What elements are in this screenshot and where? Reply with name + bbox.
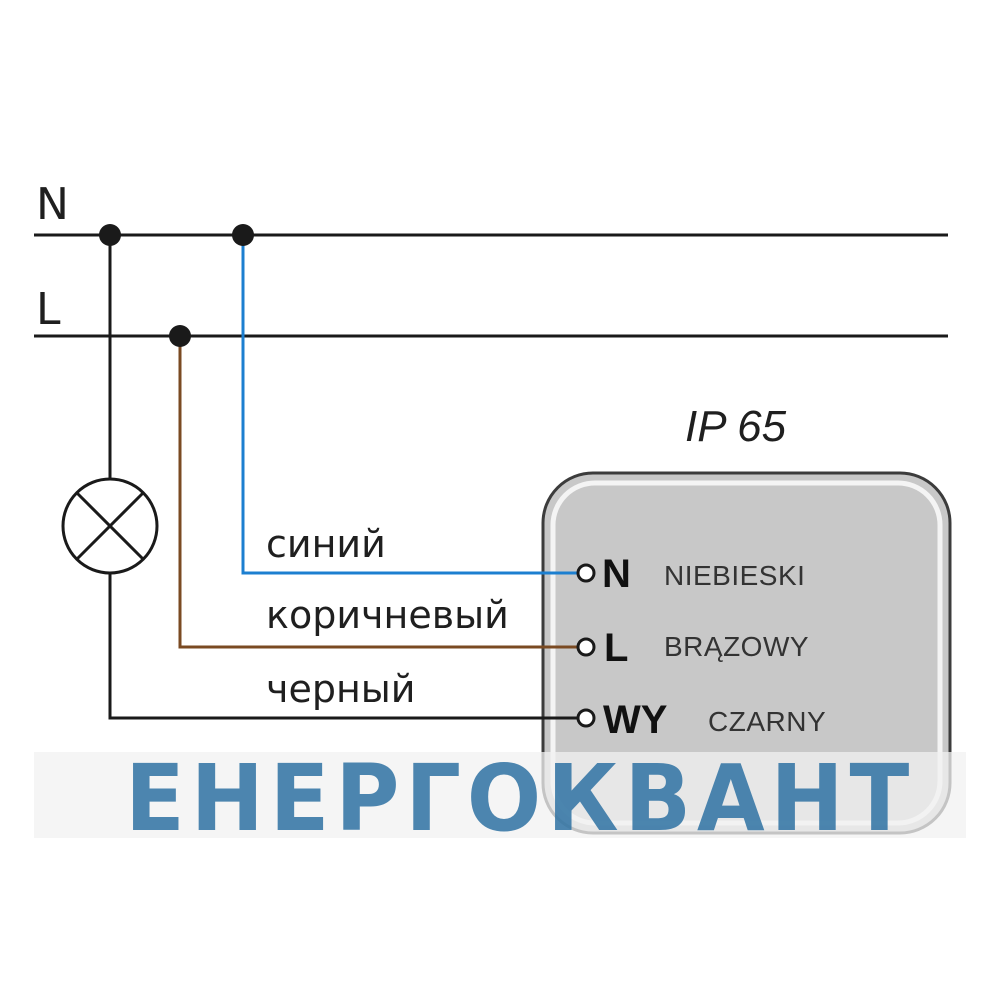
terminal-n-connector (576, 563, 596, 583)
terminal-wy-connector (576, 708, 596, 728)
neutral-bus-label: N (36, 179, 69, 230)
black-wire-label: черный (266, 667, 416, 711)
terminal-n-label: N (602, 552, 631, 596)
blue-wire-label: синий (266, 522, 386, 566)
terminal-wy: WY CZARNY (576, 698, 826, 742)
lamp-icon (61, 477, 159, 575)
ip-rating-label: IP 65 (685, 402, 787, 451)
terminal-l-connector (576, 637, 596, 657)
black-wire (108, 573, 578, 720)
junction-dot-brown (169, 325, 191, 347)
terminal-n: N NIEBIESKI (576, 552, 805, 596)
watermark-text: ЕНЕРГОКВАНТ (125, 745, 915, 852)
terminal-l-desc: BRĄZOWY (664, 631, 809, 662)
terminal-wy-label: WY (603, 698, 668, 742)
terminal-l: L BRĄZOWY (576, 626, 809, 670)
terminal-wy-desc: CZARNY (708, 706, 826, 737)
junction-dot-lamp (99, 224, 121, 246)
terminal-n-desc: NIEBIESKI (664, 560, 805, 591)
terminal-l-label: L (604, 626, 628, 670)
brown-wire-label: коричневый (266, 593, 509, 637)
blue-wire (241, 235, 578, 575)
watermark-band (34, 752, 966, 838)
brown-wire (178, 336, 578, 649)
junction-dot-blue (232, 224, 254, 246)
line-bus-label: L (36, 284, 61, 335)
